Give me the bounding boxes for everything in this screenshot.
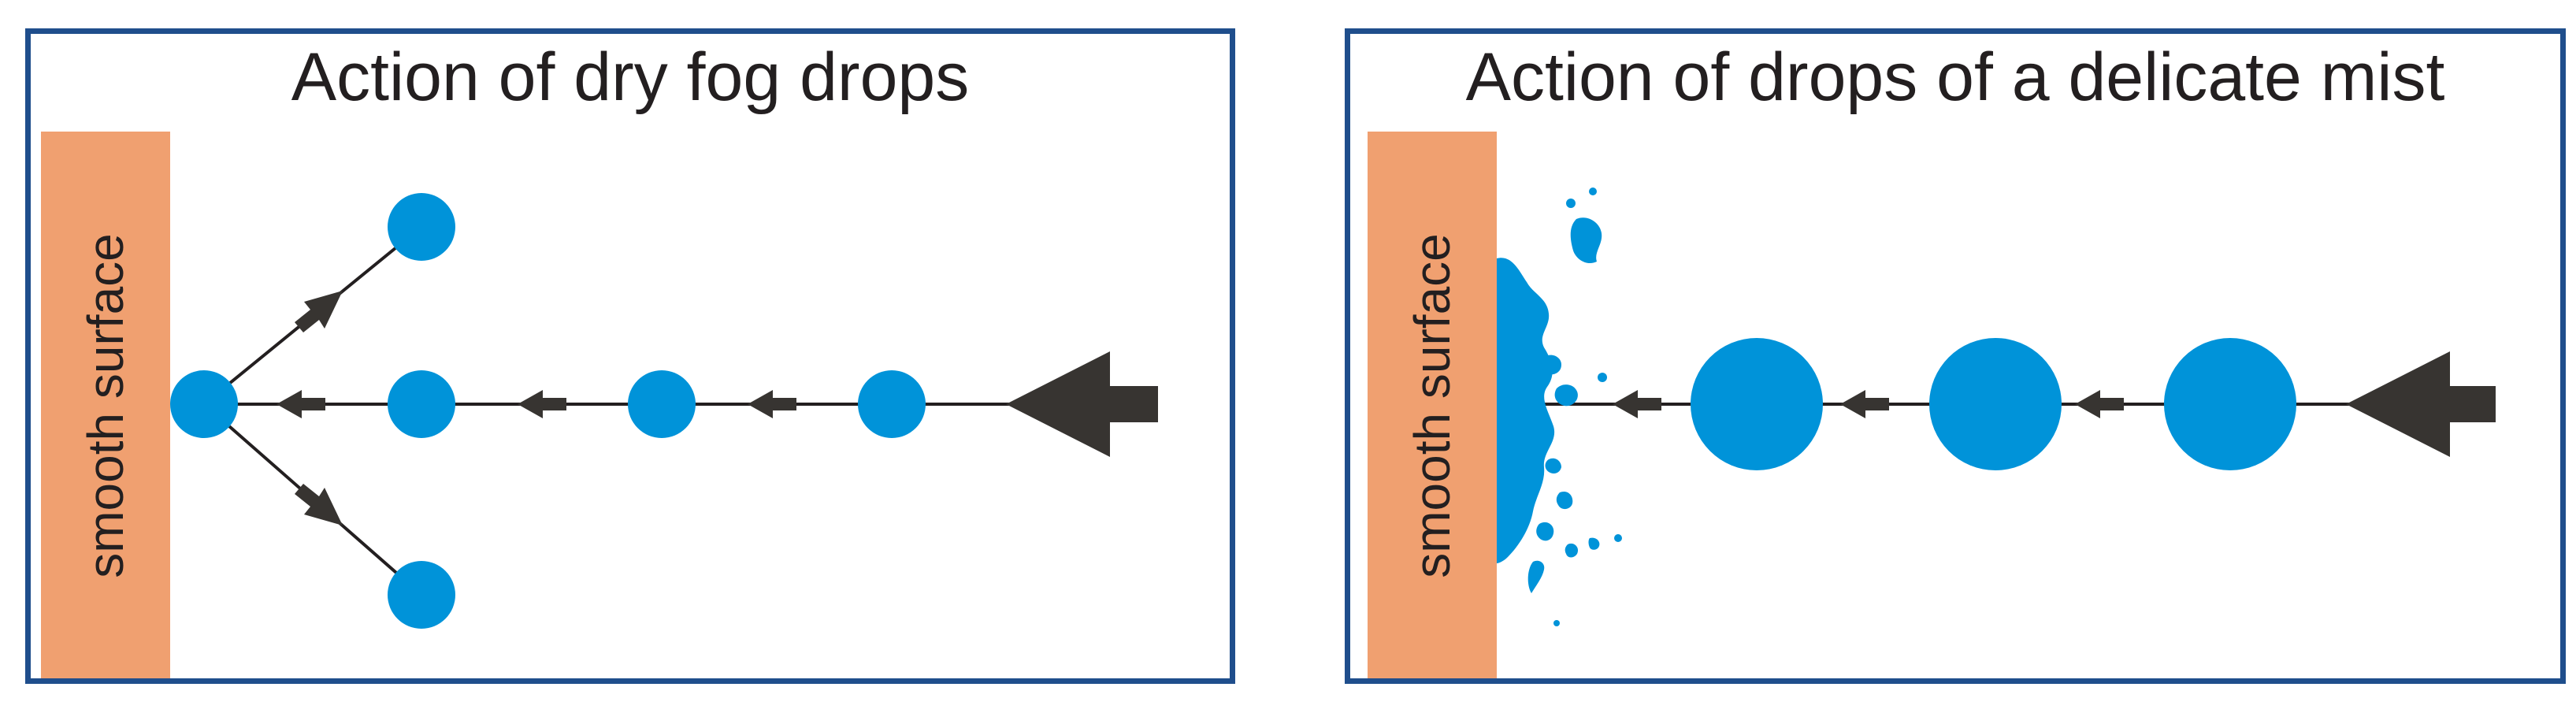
- drop: [388, 370, 455, 438]
- incoming-big-arrow: [2346, 351, 2496, 457]
- splash-droplet: [1553, 620, 1560, 626]
- small-arrow: [277, 390, 325, 418]
- small-arrow: [1840, 390, 1889, 418]
- dry-fog-panel: Action of dry fog drops smooth surface: [25, 28, 1235, 684]
- splash-droplet: [1589, 188, 1597, 195]
- large-drop: [1929, 338, 2062, 470]
- smooth-surface-block: smooth surface: [1368, 132, 1497, 678]
- splash-droplet: [1545, 458, 1561, 473]
- delicate-mist-title: Action of drops of a delicate mist: [1465, 39, 2445, 115]
- drop-at-surface: [170, 370, 238, 438]
- large-drop: [2164, 338, 2296, 470]
- dry-fog-illustration: [170, 193, 1158, 629]
- splash-droplet: [1570, 217, 1602, 264]
- drop-rebound-up: [388, 193, 455, 261]
- splash-wetting: [1497, 258, 1555, 563]
- splash-droplet: [1536, 522, 1554, 541]
- splash-droplet: [1556, 491, 1573, 510]
- rebound-arrow-down: [295, 484, 343, 525]
- splash-droplet: [1565, 543, 1579, 558]
- delicate-mist-illustration: [1497, 188, 2496, 626]
- splash-droplet: [1541, 355, 1561, 375]
- splash-droplet: [1588, 537, 1600, 550]
- splash-droplet: [1614, 534, 1622, 542]
- splash-droplet: [1598, 373, 1607, 382]
- drop: [628, 370, 696, 438]
- drop: [858, 370, 926, 438]
- splash-droplet: [1566, 199, 1576, 208]
- splash-droplet: [1527, 560, 1545, 593]
- drop-rebound-down: [388, 561, 455, 629]
- splash-droplet: [1554, 384, 1578, 407]
- small-arrow: [518, 390, 566, 418]
- small-arrow: [1613, 390, 1661, 418]
- rebound-arrow-up: [295, 291, 343, 332]
- large-drop: [1691, 338, 1823, 470]
- small-arrow: [748, 390, 796, 418]
- dry-fog-title: Action of dry fog drops: [291, 39, 970, 115]
- incoming-big-arrow: [1006, 351, 1158, 457]
- small-arrow: [2075, 390, 2124, 418]
- delicate-mist-panel: Action of drops of a delicate mist smoot…: [1345, 28, 2566, 684]
- smooth-surface-block: smooth surface: [41, 132, 170, 678]
